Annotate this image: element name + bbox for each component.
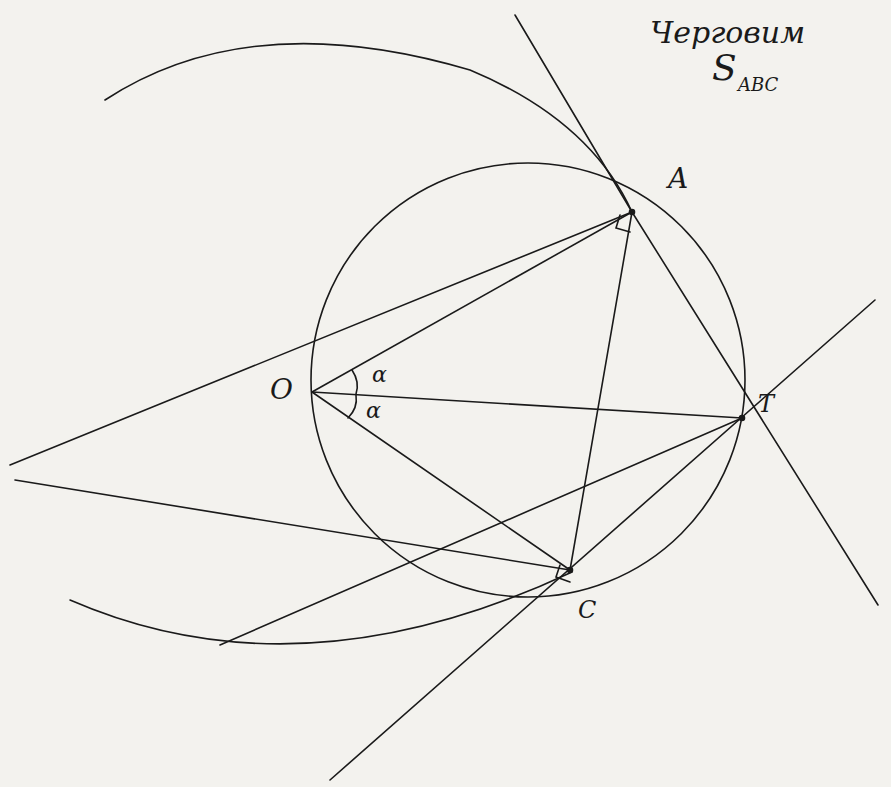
area-subscript: ABC xyxy=(738,76,778,94)
right-angle-mark xyxy=(616,215,630,232)
point-label: A xyxy=(668,165,688,193)
point xyxy=(740,416,745,421)
point xyxy=(568,568,573,573)
line xyxy=(515,15,632,212)
angle-label: α xyxy=(372,364,387,386)
angle-label: α xyxy=(366,400,381,422)
heading-note: Черговим xyxy=(650,18,805,48)
area-symbol: S xyxy=(712,50,737,86)
segment xyxy=(312,392,570,570)
point xyxy=(630,210,635,215)
segment xyxy=(570,212,632,570)
tangent-line xyxy=(15,480,570,570)
angle-arc xyxy=(352,370,357,394)
angle-arc xyxy=(348,395,356,418)
point-label: O xyxy=(270,376,293,404)
line xyxy=(632,212,878,605)
point-label: C xyxy=(578,598,596,622)
point-label: T xyxy=(758,392,774,416)
arc xyxy=(105,44,632,212)
line xyxy=(330,300,875,780)
segment xyxy=(312,212,632,392)
line xyxy=(220,418,742,645)
circle xyxy=(311,163,745,597)
tangent-line xyxy=(10,212,632,465)
